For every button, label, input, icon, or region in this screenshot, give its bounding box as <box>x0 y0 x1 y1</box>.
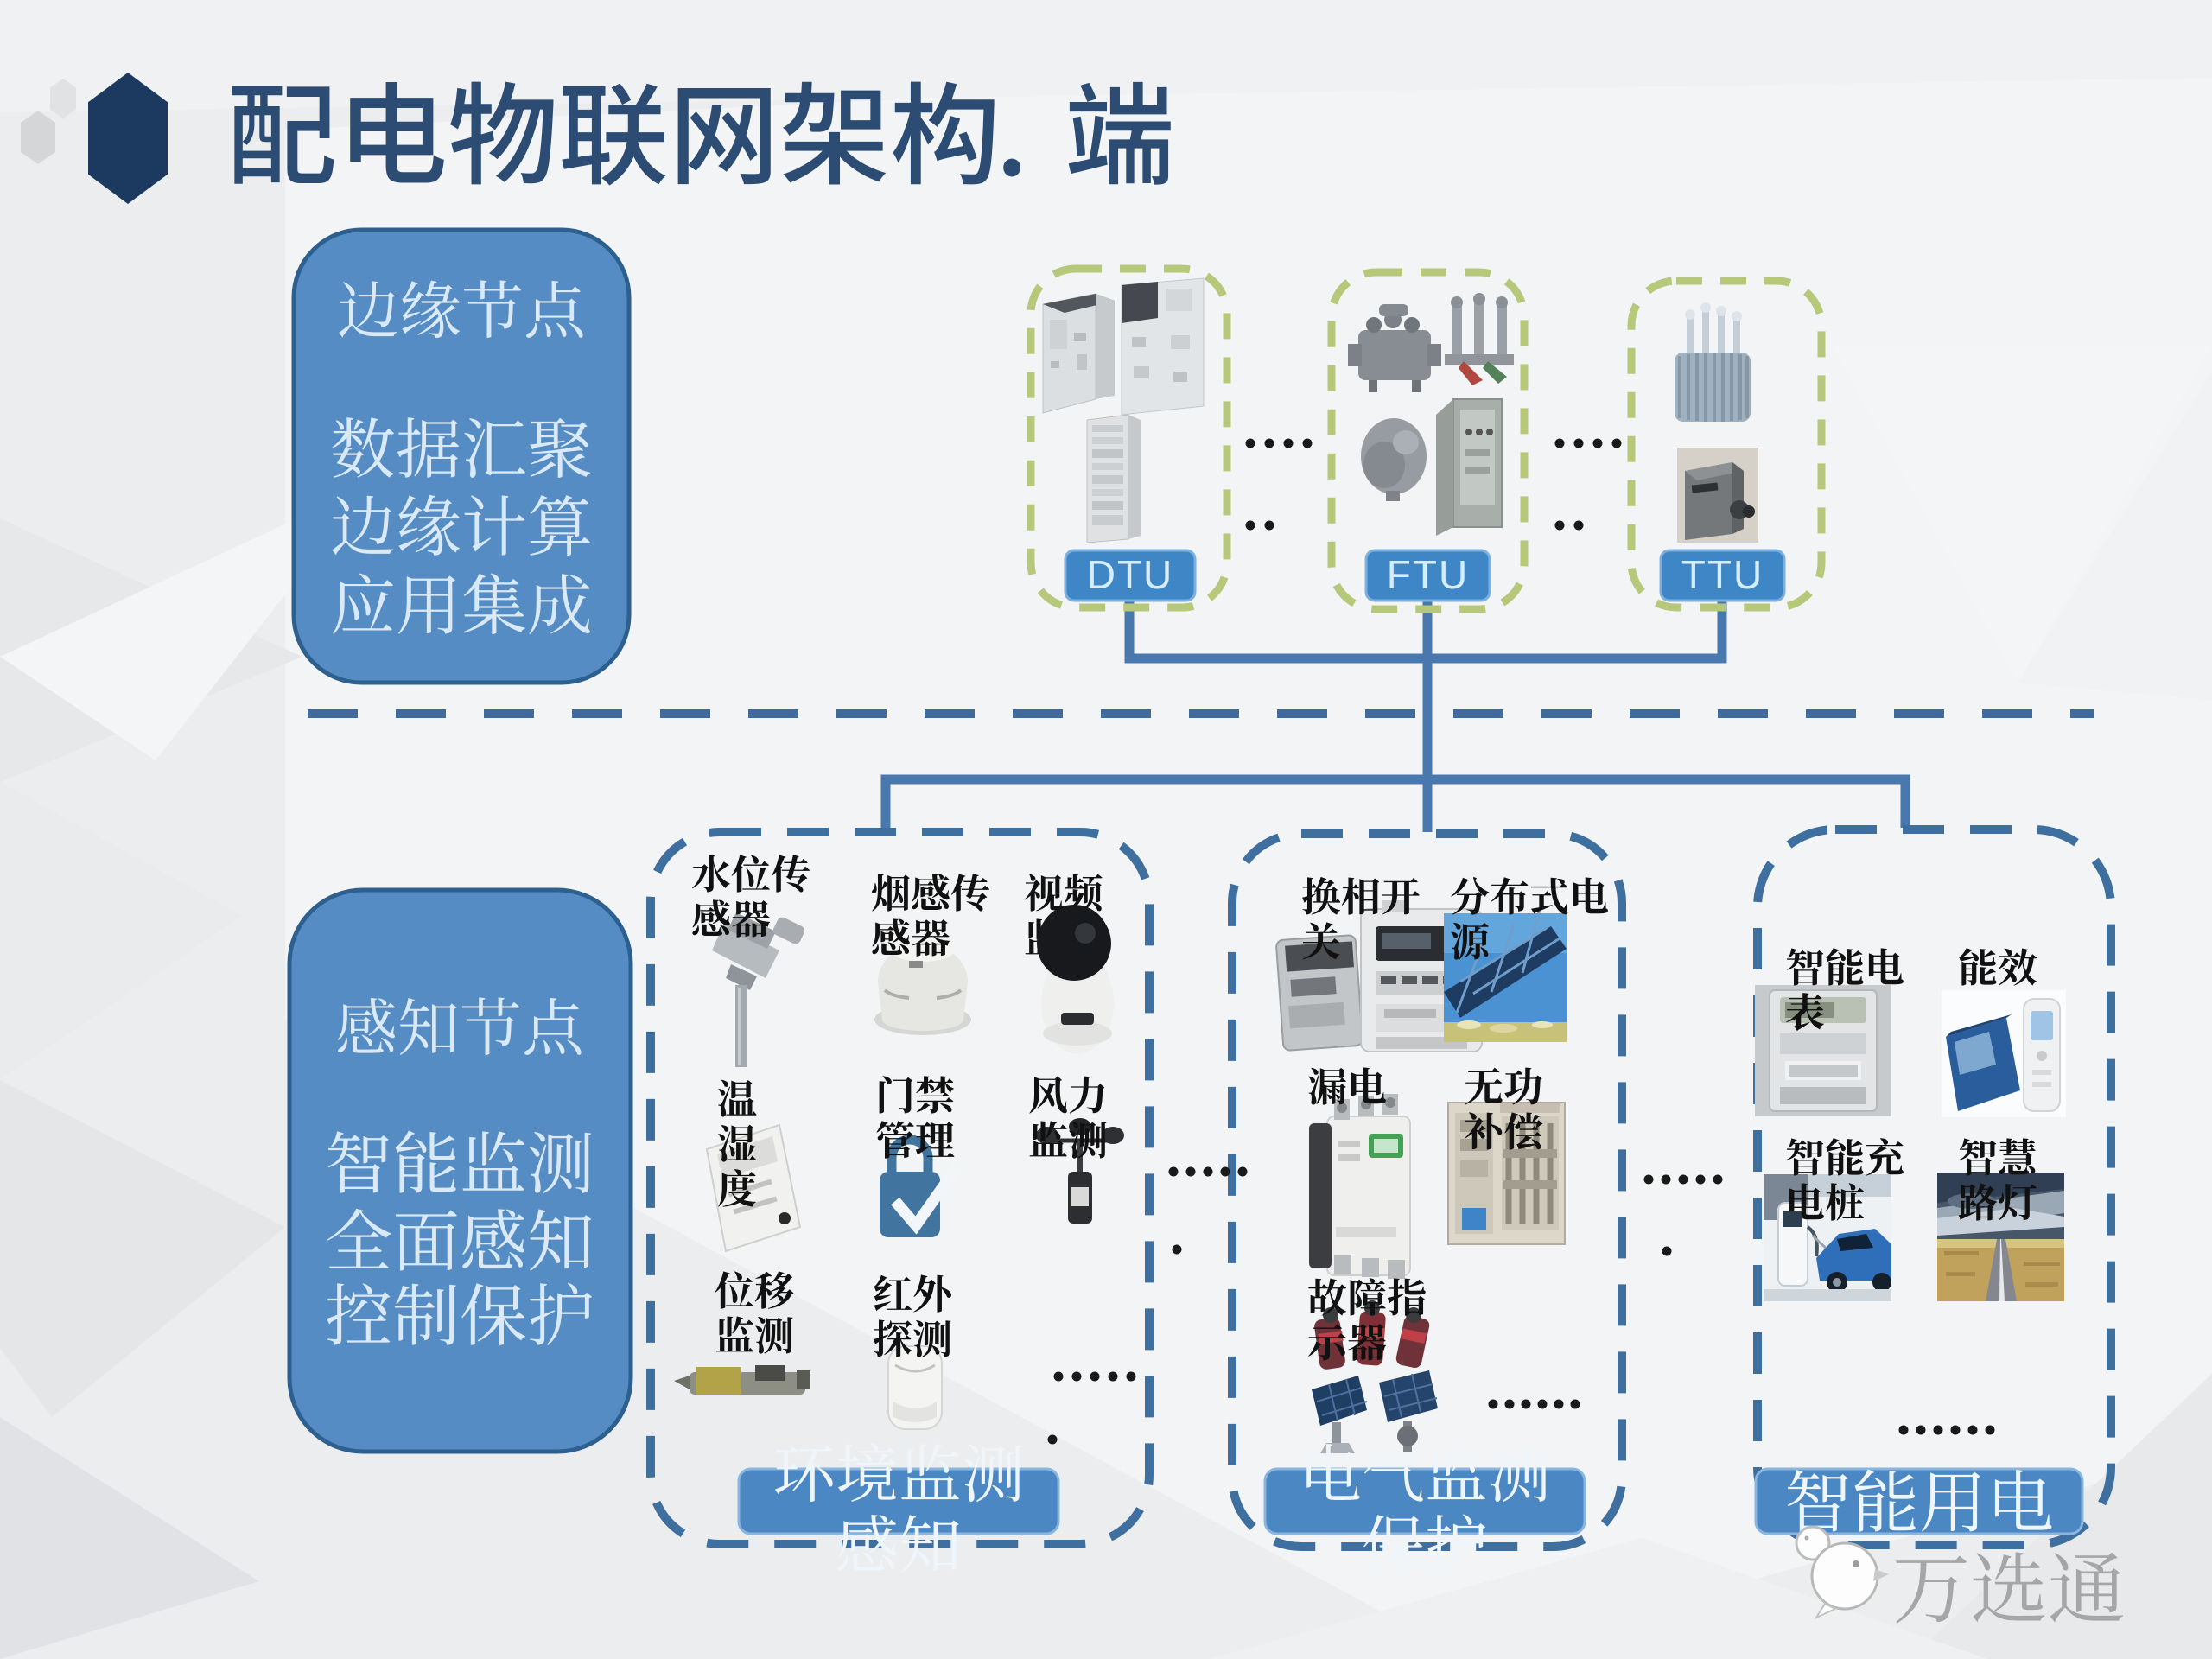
svg-text:DTU: DTU <box>1087 552 1174 597</box>
svg-text:FTU: FTU <box>1387 552 1469 597</box>
svg-text:TTU: TTU <box>1681 552 1764 597</box>
